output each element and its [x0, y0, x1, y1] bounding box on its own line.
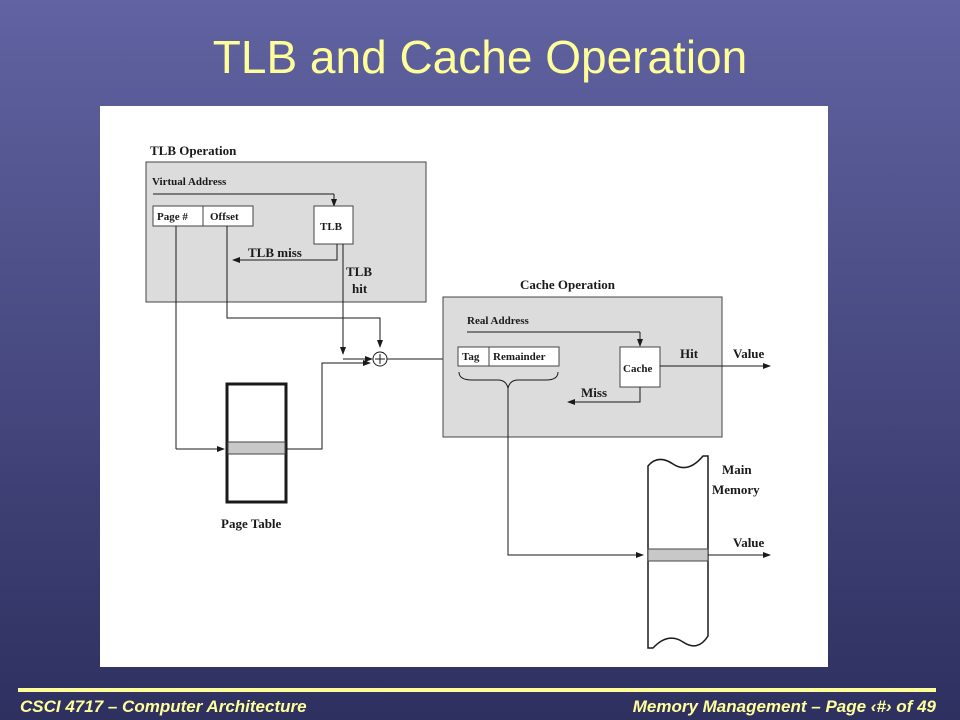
remainder-label: Remainder: [493, 351, 546, 363]
footer-page-info: Memory Management – Page ‹#› of 49: [632, 697, 936, 716]
cache-miss-arrow: [567, 387, 641, 405]
page-number-label: Page #: [157, 211, 188, 223]
main-memory-label-line1: Main: [722, 462, 752, 477]
memory-value-label: Value: [733, 535, 765, 550]
tlb-miss-label: TLB miss: [248, 245, 302, 260]
main-memory-label-line2: Memory: [712, 482, 760, 497]
cache-label: Cache: [623, 363, 652, 375]
offset-field: [202, 205, 254, 227]
tlb-box: [313, 205, 354, 245]
tag-label: Tag: [462, 351, 480, 363]
cache-section-title: Cache Operation: [520, 277, 616, 292]
offset-label: Offset: [210, 211, 239, 223]
real-address-label: Real Address: [467, 315, 530, 327]
tlb-hit-label-line1: TLB: [346, 264, 372, 279]
virtual-address-label: Virtual Address: [152, 176, 227, 188]
main-memory-entry: [647, 548, 709, 562]
hit-label: Hit: [680, 346, 699, 361]
footer-course-title: CSCI 4717 – Computer Architecture: [20, 697, 307, 716]
slide-title: TLB and Cache Operation: [212, 31, 748, 83]
tlb-operation-box: [145, 161, 427, 303]
remainder-field: [488, 346, 560, 367]
page-table-to-adder-arrow: [286, 360, 371, 450]
tlb-hit-label-line2: hit: [352, 281, 368, 296]
miss-label: Miss: [581, 385, 607, 400]
footer-rule: [18, 688, 936, 692]
tlb-section-title: TLB Operation: [150, 143, 237, 158]
cache-value-label: Value: [733, 346, 765, 361]
cache-operation-box: [442, 296, 723, 438]
address-to-main-memory-arrow: [507, 388, 644, 558]
page-table-label: Page Table: [221, 516, 282, 531]
diagram-figure: TLB Operation Virtual Address Page # Off…: [100, 106, 828, 667]
offset-to-adder-arrow: [226, 226, 383, 348]
tlb-miss-arrow: [232, 244, 338, 263]
page-table-entry: [227, 441, 286, 455]
tlb-label: TLB: [320, 221, 343, 233]
